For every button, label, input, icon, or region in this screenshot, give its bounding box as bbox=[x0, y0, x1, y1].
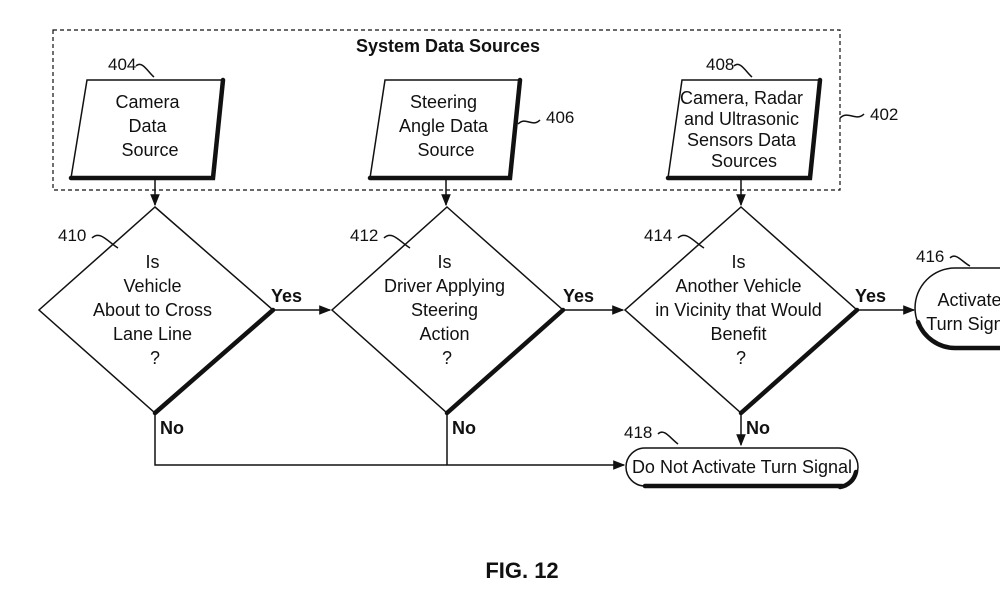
ref-412: 412 bbox=[350, 226, 378, 245]
ref-406: 406 bbox=[546, 108, 574, 127]
edge-yes-412: Yes bbox=[563, 286, 594, 306]
source-camera-data-label: Camera Data Source bbox=[115, 92, 184, 160]
ref-408: 408 bbox=[706, 55, 734, 74]
terminal-do-not-activate: Do Not Activate Turn Signal bbox=[625, 447, 859, 490]
edge-no-410: No bbox=[160, 418, 184, 438]
ref-410-leader bbox=[91, 234, 119, 249]
ref-406-leader bbox=[517, 119, 541, 125]
group-ref-label: 402 bbox=[870, 105, 898, 124]
edge-no-412: No bbox=[452, 418, 476, 438]
ref-414: 414 bbox=[644, 226, 672, 245]
ref-414-leader bbox=[677, 234, 705, 249]
decision-driver-steering: Is Driver Applying Steering Action ? bbox=[330, 205, 566, 416]
decision-another-vehicle-label: Is Another Vehicle in Vicinity that Woul… bbox=[655, 252, 826, 368]
terminal-activate-turn-signal: Activate Turn Signal bbox=[914, 267, 1000, 351]
figure-label: FIG. 12 bbox=[485, 558, 558, 583]
source-steering-angle-label: Steering Angle Data Source bbox=[399, 92, 493, 160]
edge-no-414: No bbox=[746, 418, 770, 438]
ref-404-leader bbox=[135, 63, 155, 78]
source-camera-radar-ultrasonic: Camera, Radar and Ultrasonic Sensors Dat… bbox=[665, 77, 823, 181]
source-steering-angle: Steering Angle Data Source bbox=[367, 77, 523, 181]
decision-cross-lane-line-label: Is Vehicle About to Cross Lane Line ? bbox=[93, 252, 217, 368]
ref-416-leader bbox=[949, 255, 971, 267]
decision-another-vehicle: Is Another Vehicle in Vicinity that Woul… bbox=[623, 205, 860, 416]
edge-yes-414: Yes bbox=[855, 286, 886, 306]
ref-418-leader bbox=[657, 431, 679, 445]
ref-418: 418 bbox=[624, 423, 652, 442]
ref-410: 410 bbox=[58, 226, 86, 245]
group-title: System Data Sources bbox=[356, 36, 540, 56]
decision-driver-steering-label: Is Driver Applying Steering Action ? bbox=[384, 252, 510, 368]
ref-412-leader bbox=[383, 234, 411, 249]
ref-404: 404 bbox=[108, 55, 136, 74]
arrow-410-no bbox=[154, 413, 626, 470]
source-camera-data: Camera Data Source bbox=[68, 77, 226, 181]
terminal-do-not-activate-label: Do Not Activate Turn Signal bbox=[632, 457, 852, 477]
ref-416: 416 bbox=[916, 247, 944, 266]
group-ref-leader bbox=[839, 113, 865, 119]
edge-yes-410: Yes bbox=[271, 286, 302, 306]
source-camera-radar-ultrasonic-label: Camera, Radar and Ultrasonic Sensors Dat… bbox=[680, 88, 808, 171]
ref-408-leader bbox=[733, 63, 753, 78]
terminal-activate-label: Activate Turn Signal bbox=[926, 290, 1000, 334]
